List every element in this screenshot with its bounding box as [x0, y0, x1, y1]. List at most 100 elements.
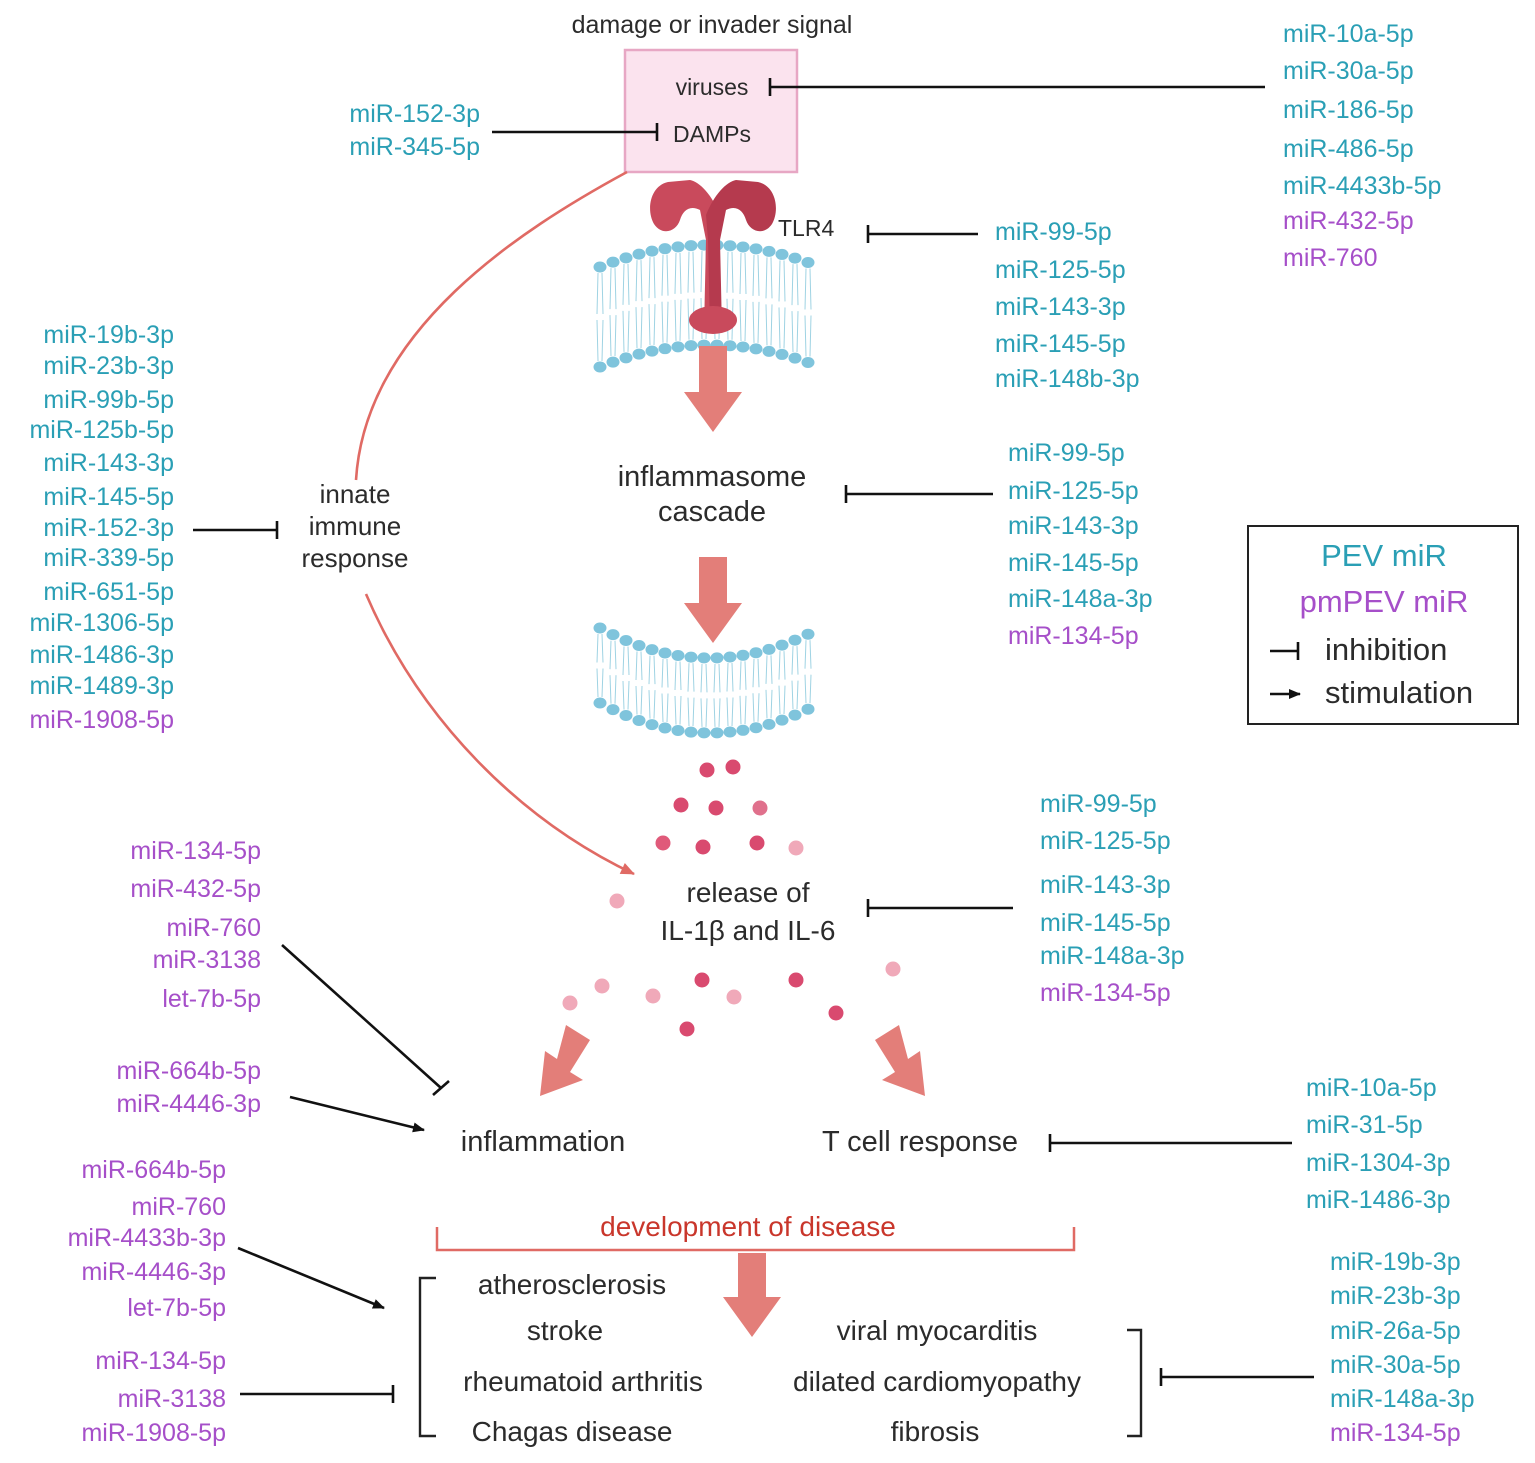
cytokine-dot	[828, 1005, 844, 1021]
arrow-down-3-icon	[723, 1253, 781, 1337]
mir-item: miR-134-5p	[1040, 979, 1171, 1007]
mir-item: miR-760	[1283, 244, 1377, 272]
innate-inhibition-line	[193, 521, 279, 539]
cytokine-dot	[694, 972, 710, 988]
legend-inhibition: inhibition	[1325, 632, 1447, 667]
cytokine-dot	[725, 759, 741, 775]
disease-bracket-right	[1127, 1328, 1143, 1438]
arrow-to-inflammation-icon	[540, 1025, 590, 1096]
mir-item: miR-4446-3p	[116, 1090, 261, 1118]
mir-item: miR-10a-5p	[1283, 20, 1414, 48]
mir-item: miR-1908-5p	[29, 706, 174, 734]
disease-dilated-cardiomyopathy: dilated cardiomyopathy	[793, 1366, 1081, 1397]
tlr4-inhibition-line	[866, 225, 978, 243]
damps-label: DAMPs	[673, 121, 751, 147]
mir-item: miR-4433b-3p	[68, 1224, 226, 1252]
mir-lists: miR-10a-5pmiR-30a-5pmiR-186-5pmiR-486-5p…	[29, 20, 1474, 1447]
cytokine-dots	[562, 759, 901, 1037]
cytokine-dot	[609, 893, 625, 909]
cytokine-dot	[699, 762, 715, 778]
mir-item: miR-664b-5p	[116, 1057, 261, 1085]
cytokine-dot	[655, 835, 671, 851]
mir-item: miR-3138	[118, 1385, 226, 1413]
cytokine-dot	[752, 800, 768, 816]
tlr4-receptor-icon	[650, 180, 776, 334]
mir-item: let-7b-5p	[162, 985, 261, 1013]
disease-stimulation-arrow	[237, 1246, 385, 1310]
mir-item: miR-664b-5p	[81, 1156, 226, 1184]
cytokine-dot	[695, 839, 711, 855]
mir-list-viruses: miR-10a-5pmiR-30a-5pmiR-186-5pmiR-486-5p…	[1283, 20, 1441, 272]
arrow-down-2-icon	[684, 557, 742, 643]
disease-atherosclerosis: atherosclerosis	[478, 1269, 666, 1300]
legend-stimulation: stimulation	[1325, 675, 1473, 710]
mir-item: miR-19b-3p	[43, 321, 174, 349]
mir-item: miR-134-5p	[1008, 622, 1139, 650]
signal-heading: damage or invader signal	[572, 11, 853, 39]
mir-item: miR-134-5p	[1330, 1419, 1461, 1447]
mir-item: miR-760	[132, 1193, 226, 1221]
inflammation-stimulation-arrow	[289, 1095, 425, 1133]
mir-item: miR-143-3p	[1008, 512, 1139, 540]
mir-item: miR-26a-5p	[1330, 1317, 1461, 1345]
cytokine-dot	[726, 989, 742, 1005]
mir-item: miR-143-3p	[995, 293, 1126, 321]
mir-item: miR-1486-3p	[1306, 1186, 1451, 1214]
mir-item: miR-145-5p	[995, 330, 1126, 358]
mir-item: miR-145-5p	[43, 483, 174, 511]
disease-rheumatoid-arthritis: rheumatoid arthritis	[463, 1366, 703, 1397]
tcell-inhibition-line	[1048, 1134, 1292, 1152]
mir-item: miR-125-5p	[1040, 827, 1171, 855]
viruses-inhibition-line	[768, 78, 1265, 96]
disease-inhibition-line-left	[240, 1385, 395, 1403]
disease-viral-myocarditis: viral myocarditis	[837, 1315, 1038, 1346]
mir-list-tlr4: miR-99-5pmiR-125-5pmiR-143-3pmiR-145-5pm…	[995, 218, 1140, 393]
tcell-label: T cell response	[822, 1126, 1018, 1158]
mir-item: miR-19b-3p	[1330, 1248, 1461, 1276]
development-bracket	[435, 1227, 1076, 1252]
cytokine-dot	[788, 972, 804, 988]
cytokine-dot	[749, 835, 765, 851]
mir-item: miR-99b-5p	[43, 386, 174, 414]
disease-inhibition-line-right	[1159, 1368, 1314, 1386]
mir-item: miR-1486-3p	[29, 641, 174, 669]
mir-item: miR-125b-5p	[29, 416, 174, 444]
cytokine-dot	[594, 978, 610, 994]
mir-item: miR-23b-3p	[43, 352, 174, 380]
mir-item: miR-1908-5p	[81, 1419, 226, 1447]
inflammation-inhibition-line	[281, 944, 450, 1096]
damps-inhibition-line	[492, 123, 659, 141]
mir-item: miR-152-3p	[43, 514, 174, 542]
mir-list-tcell: miR-10a-5pmiR-31-5pmiR-1304-3pmiR-1486-3…	[1306, 1074, 1451, 1214]
mir-item: miR-1306-5p	[29, 609, 174, 637]
mir-list-inflammasome: miR-99-5pmiR-125-5pmiR-143-3pmiR-145-5pm…	[1008, 439, 1153, 650]
signal-box	[623, 48, 799, 174]
mir-item: miR-148a-3p	[1330, 1385, 1475, 1413]
cytokine-dot	[645, 988, 661, 1004]
mir-item: miR-1304-3p	[1306, 1149, 1451, 1177]
inflammasome-line2: cascade	[658, 496, 766, 528]
mir-item: miR-432-5p	[1283, 207, 1414, 235]
disease-chagas: Chagas disease	[472, 1416, 673, 1447]
mir-list-release: miR-99-5pmiR-125-5pmiR-143-3pmiR-145-5pm…	[1040, 790, 1185, 1007]
innate-line1: innate	[320, 479, 391, 509]
legend-pmpev: pmPEV miR	[1300, 584, 1469, 619]
disease-bracket-left	[418, 1276, 436, 1438]
mir-list-infl-stim: miR-664b-5p miR-4446-3p	[116, 1057, 261, 1118]
mir-item: miR-432-5p	[130, 875, 261, 903]
mir-list-innate: miR-19b-3p miR-23b-3p miR-99b-5pmiR-125b-5…	[29, 321, 174, 734]
mir-item: miR-1489-3p	[29, 672, 174, 700]
mir-item: miR-148a-3p	[1040, 942, 1185, 970]
mir-item: miR-3138	[153, 946, 261, 974]
mir-item: miR-152-3p	[349, 100, 480, 128]
release-line1: release of	[687, 877, 810, 908]
mir-item: miR-143-3p	[1040, 871, 1171, 899]
mir-item: miR-760	[167, 914, 261, 942]
cytokine-dot	[885, 961, 901, 977]
cytokine-dot	[708, 800, 724, 816]
mir-item: miR-134-5p	[95, 1347, 226, 1375]
release-line2: IL-1β and IL-6	[661, 915, 836, 946]
curve-innate-to-release	[364, 593, 635, 876]
disease-stroke: stroke	[527, 1315, 603, 1346]
